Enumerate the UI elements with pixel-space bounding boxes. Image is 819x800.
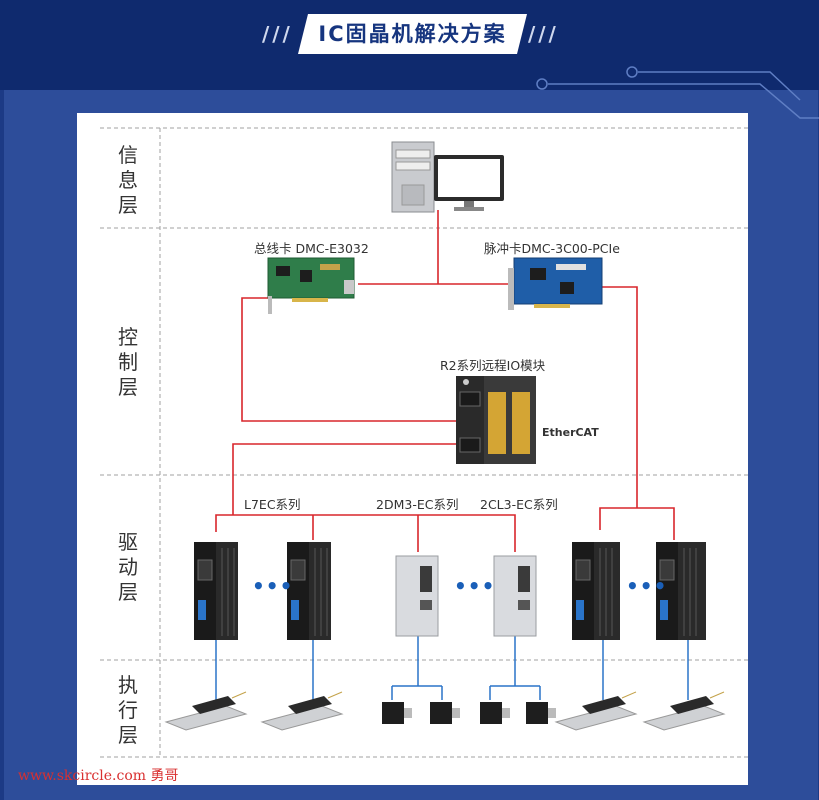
right-decor-slashes: / / /	[528, 22, 556, 46]
ethercat-logo: EtherCAT	[542, 426, 599, 439]
stepper-drive-icon	[493, 555, 537, 637]
circuit-decor	[536, 66, 819, 119]
servo-drive-icon	[572, 542, 620, 640]
layer-grid	[100, 127, 748, 758]
l7ec-series-label: L7EC系列	[244, 497, 301, 512]
pulse-card-label: 脉冲卡DMC-3C00-PCIe	[484, 241, 620, 256]
diagram-panel	[77, 113, 748, 785]
monitor-icon	[434, 155, 504, 211]
page-title: IC固晶机解决方案	[318, 22, 507, 46]
remote-io-module-icon	[456, 376, 536, 464]
pc-tower-icon	[391, 141, 435, 213]
stepper-drive-icon	[395, 555, 439, 637]
stepper-motor-icon	[430, 702, 460, 724]
ellipsis-servo-right: •••	[626, 574, 668, 598]
remote-io-label: R2系列远程IO模块	[440, 358, 546, 373]
linear-motor-icon	[260, 691, 344, 731]
layer-label-drive: 驱动层	[118, 530, 138, 604]
ellipsis-servo-left: •••	[252, 574, 294, 598]
dm3ec-series-label: 2DM3-EC系列	[376, 497, 459, 512]
bus-card-icon	[267, 257, 355, 314]
layer-label-control: 控制层	[118, 325, 138, 399]
stepper-motor-icon	[526, 702, 556, 724]
servo-drive-icon	[656, 542, 706, 640]
network-links	[215, 210, 675, 552]
pulse-card-icon	[508, 257, 603, 310]
servo-drive-icon	[194, 542, 238, 640]
stepper-motor-icon	[382, 702, 412, 724]
ellipsis-stepper: •••	[454, 574, 496, 598]
stepper-motor-icon	[480, 702, 510, 724]
linear-motor-icon	[164, 691, 248, 731]
cl3ec-series-label: 2CL3-EC系列	[480, 497, 558, 512]
bus-card-label: 总线卡 DMC-E3032	[254, 241, 369, 256]
motor-cables	[215, 636, 689, 700]
watermark: www.skcircle.com 勇哥	[18, 768, 179, 784]
left-decor-slashes: / / /	[262, 22, 290, 46]
layer-label-actuator: 执行层	[118, 673, 138, 747]
linear-motor-icon	[642, 691, 726, 731]
servo-drive-icon	[287, 542, 331, 640]
linear-motor-icon	[554, 691, 638, 731]
layer-label-info: 信息层	[118, 143, 138, 217]
